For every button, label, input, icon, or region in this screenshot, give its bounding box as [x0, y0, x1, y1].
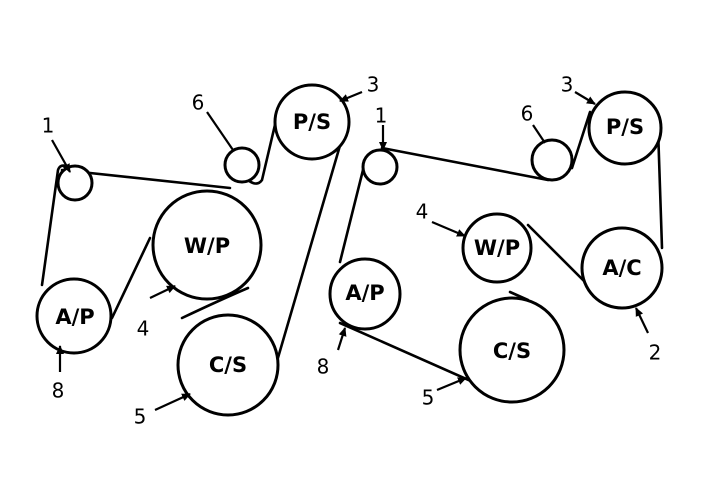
right-idler-6-pulley — [530, 138, 574, 182]
left-callout-1-arrow — [51, 139, 71, 173]
left-callout-4-arrow — [149, 285, 176, 299]
left-idler-1-pulley — [56, 164, 94, 202]
left-callout-5-arrow — [154, 392, 191, 412]
left-callout-5: 5 — [134, 405, 147, 429]
right-callout-4: 4 — [416, 200, 429, 224]
right-callout-6: 6 — [521, 102, 534, 126]
left-air-pump-pulley — [35, 277, 113, 355]
right-callout-1: 1 — [375, 104, 388, 128]
right-callout-5: 5 — [422, 386, 435, 410]
left-belt — [40, 110, 348, 370]
left-cs-label: C/S — [209, 353, 247, 377]
right-callout-8: 8 — [317, 355, 330, 379]
left-callout-1: 1 — [42, 114, 55, 138]
right-diagram: P/S W/P A/C A/P C/S 1 6 3 4 8 5 2 — [317, 73, 664, 410]
left-callout-8: 8 — [52, 379, 65, 403]
left-ps-label: P/S — [293, 110, 331, 134]
left-crankshaft-pulley — [176, 313, 280, 417]
right-callout-3-arrow — [574, 91, 596, 105]
right-callout-2: 2 — [649, 341, 662, 365]
right-water-pump-pulley — [461, 212, 533, 284]
left-callout-6: 6 — [192, 91, 205, 115]
right-belt — [338, 110, 664, 384]
right-cs-label: C/S — [493, 339, 531, 363]
left-callout-3-arrow — [339, 90, 363, 103]
right-power-steering-pulley — [587, 90, 663, 166]
right-ps-label: P/S — [606, 115, 644, 139]
right-ac-compressor-pulley — [580, 226, 664, 310]
left-idler-6-pulley — [223, 146, 261, 184]
right-wp-label: W/P — [474, 236, 520, 260]
right-callout-4-arrow — [431, 220, 466, 238]
right-idler-1-pulley — [361, 148, 399, 186]
right-callout-5-arrow — [436, 376, 467, 392]
left-callout-6-leader — [206, 111, 234, 151]
left-wp-label: W/P — [184, 234, 230, 258]
right-ap-label: A/P — [345, 281, 384, 305]
right-crankshaft-pulley — [458, 296, 566, 404]
left-callout-4: 4 — [137, 317, 150, 341]
left-callout-3: 3 — [367, 73, 380, 97]
left-water-pump-pulley — [151, 189, 263, 301]
right-callout-2-arrow — [635, 307, 649, 334]
left-power-steering-pulley — [273, 83, 351, 161]
right-callout-8-arrow — [336, 327, 347, 351]
right-callout-6-leader — [532, 124, 546, 144]
right-callout-3: 3 — [561, 73, 574, 97]
right-air-pump-pulley — [328, 257, 402, 331]
right-ac-label: A/C — [602, 256, 641, 280]
left-ap-label: A/P — [55, 305, 94, 329]
left-diagram: P/S W/P A/P C/S 1 6 3 4 8 5 — [35, 73, 380, 429]
